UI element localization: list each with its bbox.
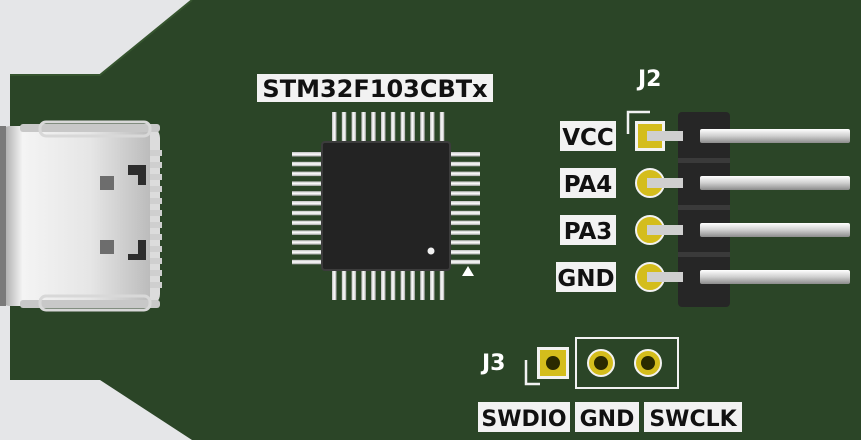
chip-lead-right xyxy=(450,250,480,255)
chip-lead-top xyxy=(420,112,425,142)
j2-pin-stub xyxy=(647,225,683,235)
chip-lead-top xyxy=(400,112,406,142)
chip-lead-bottom xyxy=(430,270,435,300)
chip-lead-left xyxy=(292,250,322,255)
chip-lead-bottom xyxy=(439,270,445,300)
j2-pin-stub xyxy=(647,272,683,282)
chip-lead-right xyxy=(450,201,480,206)
chip-lead-left xyxy=(292,201,322,206)
chip-lead-bottom xyxy=(400,270,406,300)
chip-lead-left xyxy=(292,259,322,265)
j2-pin-label: VCC xyxy=(562,125,614,151)
chip-lead-right xyxy=(450,240,480,245)
chip-pin1-dot xyxy=(427,247,435,255)
j2-ref-label: J2 xyxy=(636,67,662,92)
chip-lead-bottom xyxy=(410,270,415,300)
j3-ref-label: J3 xyxy=(480,351,506,376)
chip-lead-top xyxy=(371,112,376,142)
j2-label-bg xyxy=(556,262,616,292)
j2-header xyxy=(635,112,850,307)
chip-lead-top xyxy=(390,112,396,142)
chip-body xyxy=(321,141,451,271)
chip-lead-left xyxy=(292,230,322,235)
chip-lead-bottom xyxy=(341,270,347,300)
chip-lead-right xyxy=(450,171,480,177)
j2-pin1-bracket xyxy=(626,110,650,134)
chip-lead-bottom xyxy=(361,270,366,300)
j2-label-bg xyxy=(560,168,616,198)
chip-lead-right xyxy=(450,181,480,186)
chip-lead-left xyxy=(292,191,322,196)
chip-lead-left xyxy=(292,210,322,216)
chip-lead-right xyxy=(450,259,480,265)
chip-lead-bottom xyxy=(420,270,425,300)
chip-lead-top xyxy=(430,112,435,142)
j2-pin-stub xyxy=(647,131,683,141)
chip-lead-right xyxy=(450,230,480,235)
usb-c-connector-icon xyxy=(0,120,162,312)
j2-pin-label: PA4 xyxy=(564,172,613,198)
chip-lead-right xyxy=(450,220,480,226)
svg-text:STM32F103CBTx: STM32F103CBTx xyxy=(262,75,488,103)
chip-lead-left xyxy=(292,181,322,186)
j2-pin-lead xyxy=(700,176,850,190)
chip-lead-bottom xyxy=(351,270,357,300)
chip-lead-top xyxy=(351,112,357,142)
chip-lead-left xyxy=(292,152,322,157)
svg-text:SWDIO: SWDIO xyxy=(481,407,566,432)
j2-pin-label: GND xyxy=(557,266,614,292)
j2-label-bg xyxy=(560,121,616,151)
triangle-marker-icon xyxy=(462,266,474,276)
svg-text:SWCLK: SWCLK xyxy=(649,407,737,432)
chip-lead-right xyxy=(450,161,480,167)
chip-lead-right xyxy=(450,191,480,196)
chip-lead-right xyxy=(450,210,480,216)
chip-lead-left xyxy=(292,240,322,245)
chip-lead-top xyxy=(341,112,347,142)
chip-leads xyxy=(292,112,480,300)
chip-lead-left xyxy=(292,161,322,167)
svg-text:GND: GND xyxy=(580,407,635,432)
j3-outline xyxy=(575,337,679,389)
chip-lead-top xyxy=(439,112,445,142)
j2-pin-label: PA3 xyxy=(564,219,613,245)
j2-pin-lead xyxy=(700,270,850,284)
j2-pin-lead xyxy=(700,129,850,143)
j3-pin-labels: SWDIO GND SWCLK xyxy=(478,402,742,432)
chip-lead-bottom xyxy=(332,270,337,300)
chip-lead-bottom xyxy=(371,270,376,300)
j2-label-bg xyxy=(560,215,616,245)
chip-lead-bottom xyxy=(381,270,386,300)
chip-lead-top xyxy=(332,112,337,142)
chip-lead-top xyxy=(410,112,415,142)
chip-label: STM32F103CBTx xyxy=(257,74,493,103)
chip-lead-left xyxy=(292,220,322,226)
pcb-edge-top xyxy=(10,0,193,76)
j3-pads xyxy=(537,347,662,379)
chip-lead-left xyxy=(292,171,322,177)
chip-lead-top xyxy=(381,112,386,142)
chip-lead-bottom xyxy=(390,270,396,300)
chip-lead-right xyxy=(450,152,480,157)
chip-lead-top xyxy=(361,112,366,142)
j3-pin1-bracket xyxy=(524,360,540,386)
j2-pin-lead xyxy=(700,223,850,237)
j2-pin-stub xyxy=(647,178,683,188)
